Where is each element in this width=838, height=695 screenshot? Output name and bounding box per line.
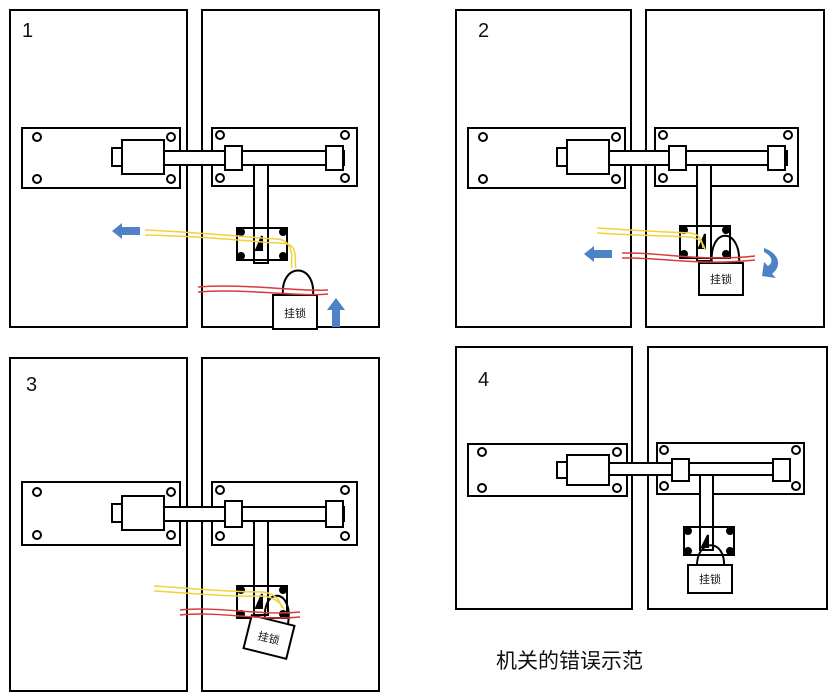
panel-number: 3: [26, 374, 37, 396]
pull-up-arrow-icon: [327, 298, 345, 327]
panel-2: [455, 9, 825, 328]
door-left-panel: [455, 346, 633, 610]
pull-left-arrow-icon: [112, 223, 140, 239]
keeper-sleeve: [121, 139, 165, 175]
door-right-panel: [647, 346, 828, 610]
padlock-shackle: [710, 234, 741, 266]
padlock-label: 挂锁: [284, 306, 306, 320]
keeper-sleeve: [566, 139, 610, 175]
padlock: [272, 294, 318, 330]
keeper-sleeve: [566, 454, 610, 486]
diagram-caption: 机关的错误示范: [496, 649, 643, 673]
bolt-rod: [163, 150, 345, 166]
door-right-panel: [645, 9, 825, 328]
padlock: [698, 262, 744, 296]
panel-3: [9, 357, 380, 692]
rotate-arrow-icon: [762, 248, 779, 278]
padlock-label: 挂锁: [699, 572, 721, 586]
panel-number: 2: [478, 20, 489, 42]
door-left-panel: [9, 9, 188, 328]
panel-number: 1: [22, 20, 33, 42]
lock-staple: [683, 526, 735, 556]
door-right-panel: [201, 357, 380, 692]
pull-left-arrow-icon: [584, 246, 612, 262]
padlock: [242, 613, 296, 661]
bolt-rod: [163, 506, 345, 522]
bolt-handle: [696, 164, 712, 262]
door-left-panel: [9, 357, 188, 692]
padlock-shackle: [281, 269, 315, 297]
padlock: [687, 564, 733, 594]
padlock-shackle: [263, 594, 290, 625]
panel-number: 4: [478, 369, 489, 391]
padlock-label: 挂锁: [710, 272, 732, 286]
keeper-sleeve: [121, 495, 165, 531]
door-left-panel: [455, 9, 632, 328]
bolt-handle: [699, 474, 714, 551]
bolt-rod: [608, 150, 788, 166]
padlock-shackle: [695, 544, 726, 568]
padlock-label: 挂锁: [256, 629, 281, 648]
bolt-rod: [608, 462, 790, 476]
panel-1: [9, 9, 380, 330]
panel-4: [455, 346, 828, 610]
